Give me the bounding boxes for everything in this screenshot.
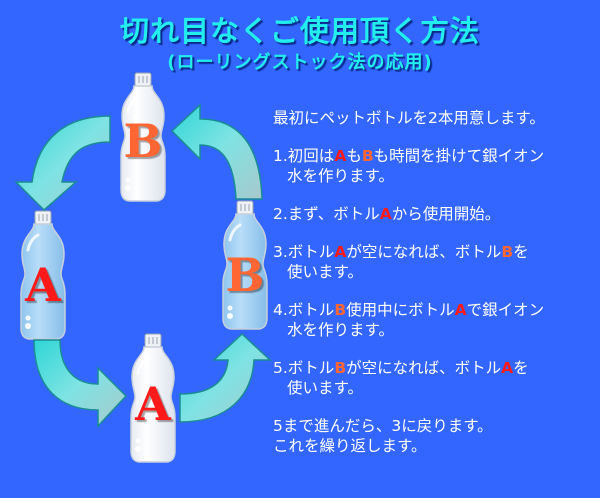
step-text: を	[513, 243, 529, 261]
bottle-a-ref: A	[379, 205, 392, 223]
step-2: 2.まず、ボトルAから使用開始。	[273, 204, 600, 224]
step-text: ボトル	[287, 243, 335, 261]
step-text: で銀イオン	[466, 301, 545, 319]
step-text: も時間を掛けて銀イオン	[373, 147, 545, 165]
bottle-b-top-empty: B	[118, 72, 168, 202]
outro-line-1: 5まで進んだら、3に戻ります。	[273, 417, 493, 435]
step-4: 4.ボトルB使用中にボトルAで銀イオン水を作ります。	[273, 300, 600, 340]
intro-text: 最初にペットボトルを2本用意します。	[273, 109, 545, 127]
bottle-a-ref: A	[454, 301, 467, 319]
step-text-line2: 使います。	[287, 379, 363, 397]
bottle-a-ref: A	[334, 147, 347, 165]
bottle-b-ref: B	[334, 301, 347, 319]
bottle-a-bottom-empty: A	[128, 333, 178, 463]
step-text-line2: 水を作ります。	[287, 167, 394, 185]
step-5: 5.ボトルBが空になれば、ボトルAを使います。	[273, 358, 600, 398]
bottle-a-left-full: A	[18, 210, 68, 340]
bottle-b-right-full: B	[220, 200, 270, 330]
step-text: から使用開始。	[391, 205, 501, 223]
step-number: 3.	[273, 243, 288, 261]
step-text: が空になれば、ボトル	[346, 243, 502, 261]
step-text-line2: 使います。	[287, 263, 363, 281]
step-text: 使用中にボトル	[346, 301, 455, 319]
bottle-b-ref: B	[361, 147, 374, 165]
bottle-a-ref: A	[334, 243, 347, 261]
curved-arrow-down-left-icon	[14, 112, 114, 212]
step-text: 初回は	[287, 147, 335, 165]
bottle-label: A	[25, 258, 61, 312]
bottle-b-ref: B	[501, 243, 514, 261]
bottle-label: B	[225, 248, 265, 302]
step-text: ボトル	[287, 301, 335, 319]
curved-arrow-up-left-icon	[170, 103, 266, 203]
curved-arrow-up-right-icon	[178, 332, 274, 428]
step-number: 4.	[273, 301, 288, 319]
page-title: 切れ目なくご使用頂く方法	[119, 14, 480, 48]
curved-arrow-down-right-icon	[30, 338, 128, 428]
step-number: 5.	[273, 359, 288, 377]
page-subtitle: (ローリングストック法の応用)	[167, 52, 433, 73]
bottle-label: A	[135, 377, 171, 431]
step-text: が空になれば、ボトル	[346, 359, 502, 377]
outro-line-2: これを繰り返します。	[273, 437, 427, 455]
step-3: 3.ボトルAが空になれば、ボトルBを使います。	[273, 242, 600, 282]
step-text: を	[513, 359, 529, 377]
instructions-panel: 最初にペットボトルを2本用意します。 1.初回はAもBも時間を掛けて銀イオン水を…	[273, 108, 600, 456]
step-number: 2.	[273, 205, 288, 223]
bottle-label: B	[123, 114, 163, 168]
step-text: も	[346, 147, 362, 165]
step-number: 1.	[273, 147, 288, 165]
bottle-b-ref: B	[334, 359, 347, 377]
step-text: まず、ボトル	[287, 205, 380, 223]
bottle-a-ref: A	[501, 359, 514, 377]
step-text-line2: 水を作ります。	[287, 321, 394, 339]
step-1: 1.初回はAもBも時間を掛けて銀イオン水を作ります。	[273, 146, 600, 186]
step-text: ボトル	[287, 359, 335, 377]
